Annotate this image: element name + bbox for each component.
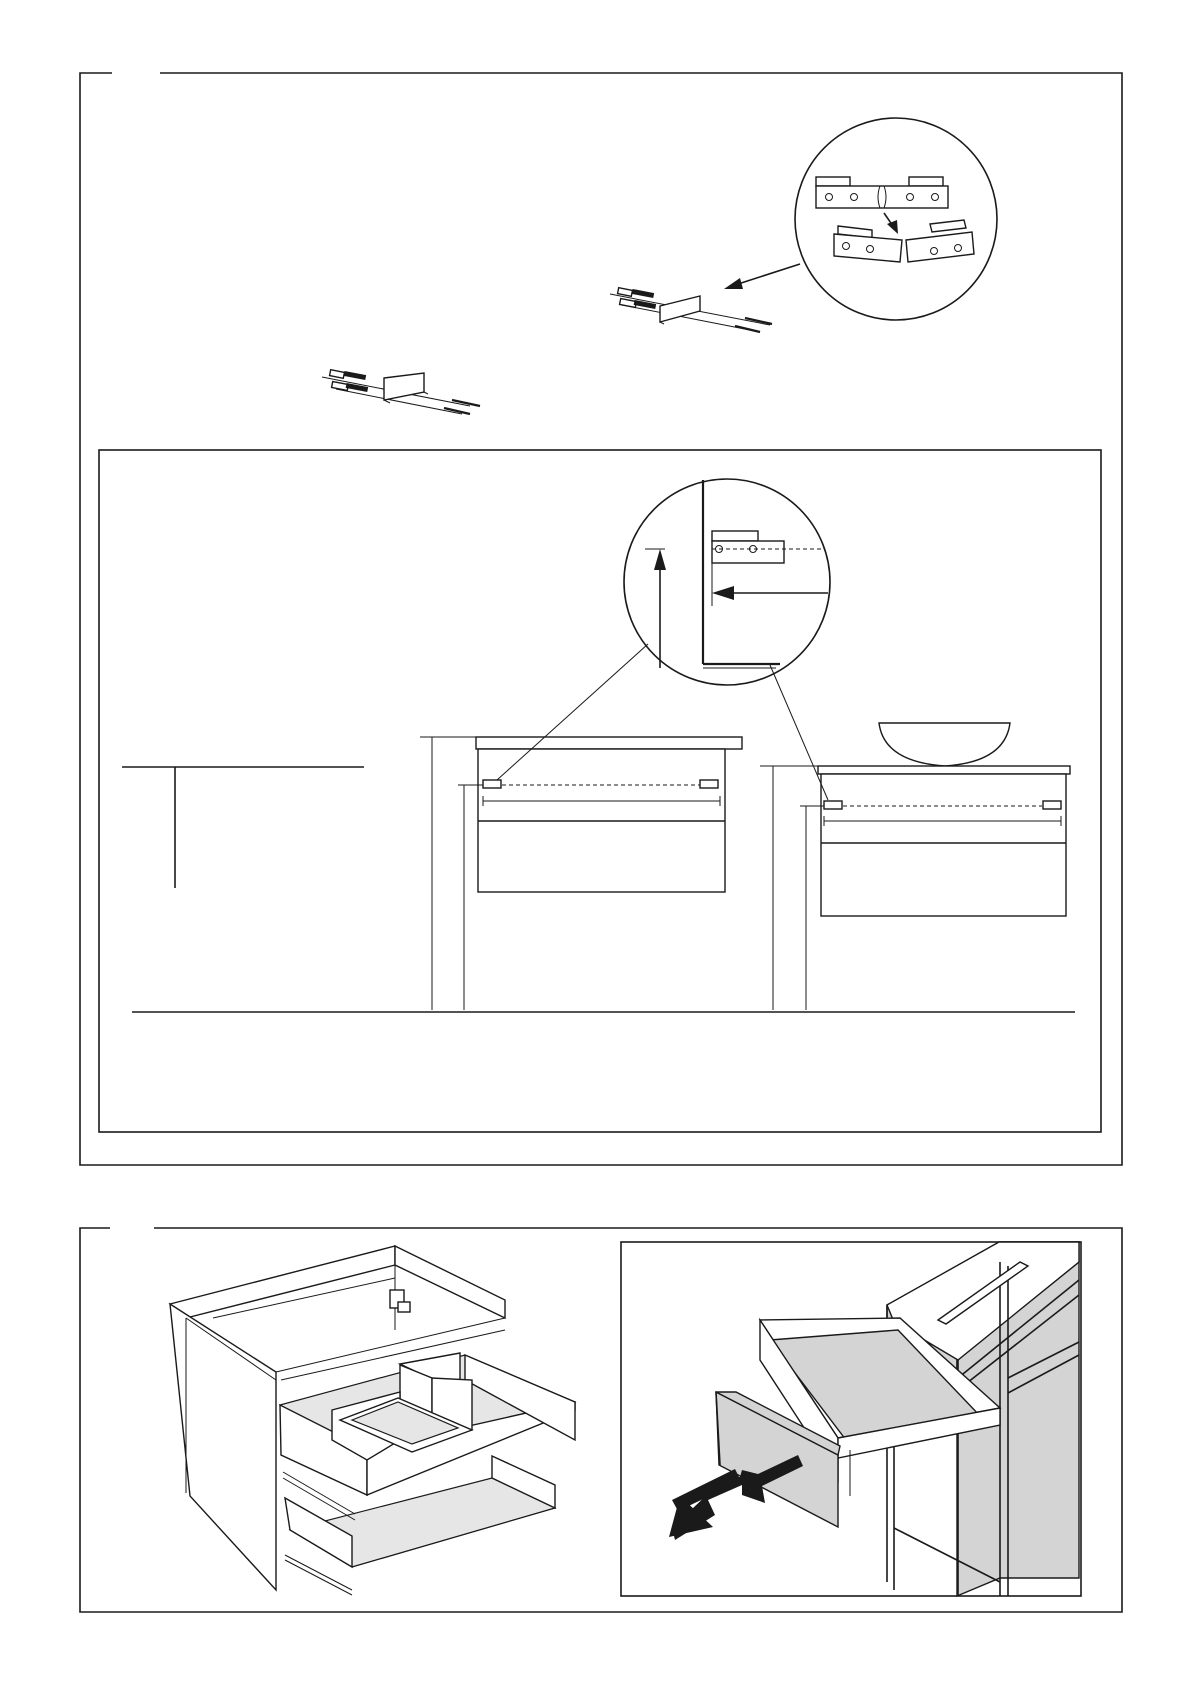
wall-bracket-hardware-left [322, 370, 480, 414]
wall-reference-mark [122, 767, 364, 888]
detail-pointer-arrow [724, 264, 800, 289]
drawer-removal-detail [621, 1242, 1081, 1596]
bracket-split-detail-circle [795, 118, 997, 320]
wall-mounted-cabinet [420, 737, 742, 1010]
bracket-position-detail-circle [624, 479, 830, 685]
cabinet-with-vessel-basin [760, 723, 1070, 1010]
cabinet-with-drawers-illustration [170, 1246, 575, 1595]
wall-bracket-hardware-right [610, 288, 772, 332]
